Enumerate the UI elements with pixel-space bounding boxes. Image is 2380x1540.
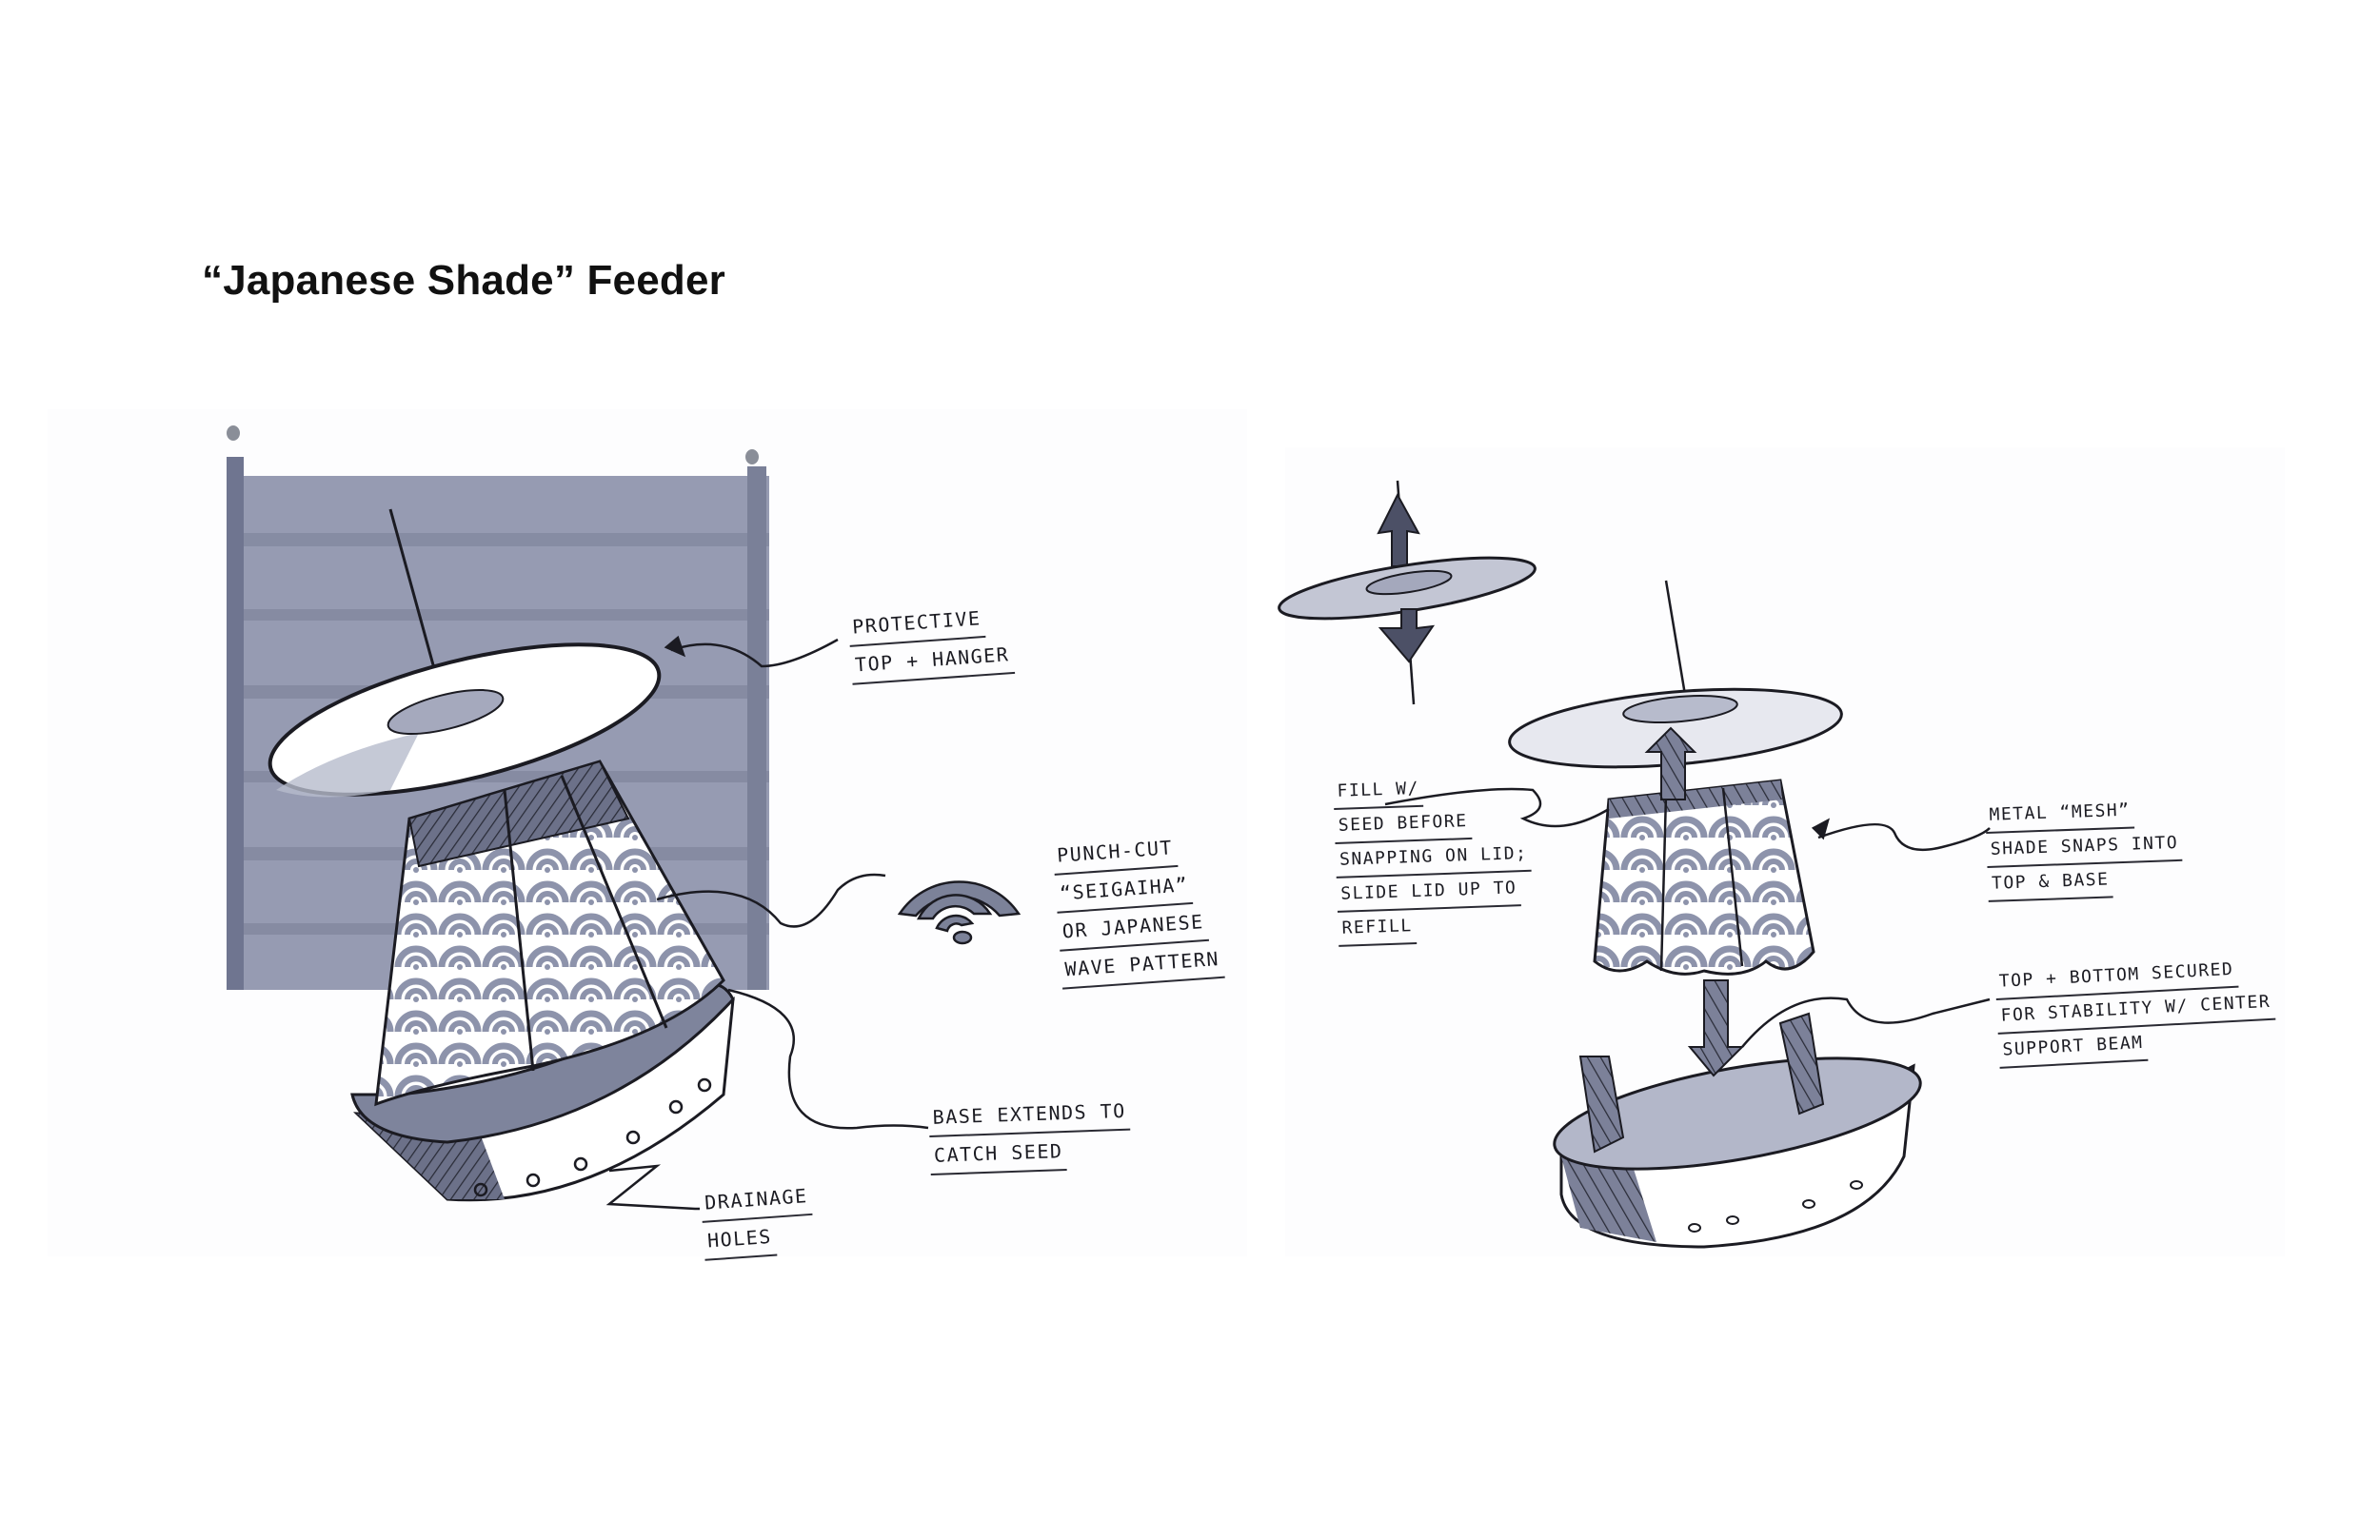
right-shade xyxy=(1593,726,1815,976)
right-leader-lines xyxy=(1384,787,1991,1048)
left-shade xyxy=(374,760,725,1107)
annotation-metal-mesh: Metal “mesh” shade snaps into top & base xyxy=(1985,793,2184,902)
annotation-support-beam: Top + bottom secured for stability w/ ce… xyxy=(1994,952,2277,1069)
page-title: “Japanese Shade” Feeder xyxy=(202,257,725,304)
annotation-line: top & base xyxy=(1987,863,2114,902)
annotation-line: Fill w/ xyxy=(1333,772,1424,810)
annotation-line: slide lid up to xyxy=(1336,872,1521,913)
left-base xyxy=(350,982,735,1202)
annotation-line: Metal “mesh” xyxy=(1985,794,2135,834)
annotation-line: refill xyxy=(1338,910,1418,947)
right-base xyxy=(1553,979,1922,1249)
up-down-arrow-icon xyxy=(1278,480,1537,705)
annotation-line: seed before xyxy=(1334,804,1473,844)
annotation-line: shade snaps into xyxy=(1986,826,2183,868)
right-hanger-rod xyxy=(1664,580,1687,696)
left-top-disc xyxy=(268,642,662,798)
seigaiha-wave-icon xyxy=(897,880,1021,945)
right-top-disc xyxy=(1508,687,1843,769)
annotation-fill: Fill w/ seed before snapping on lid; sli… xyxy=(1333,769,1535,947)
left-leader-lines xyxy=(605,635,929,1211)
